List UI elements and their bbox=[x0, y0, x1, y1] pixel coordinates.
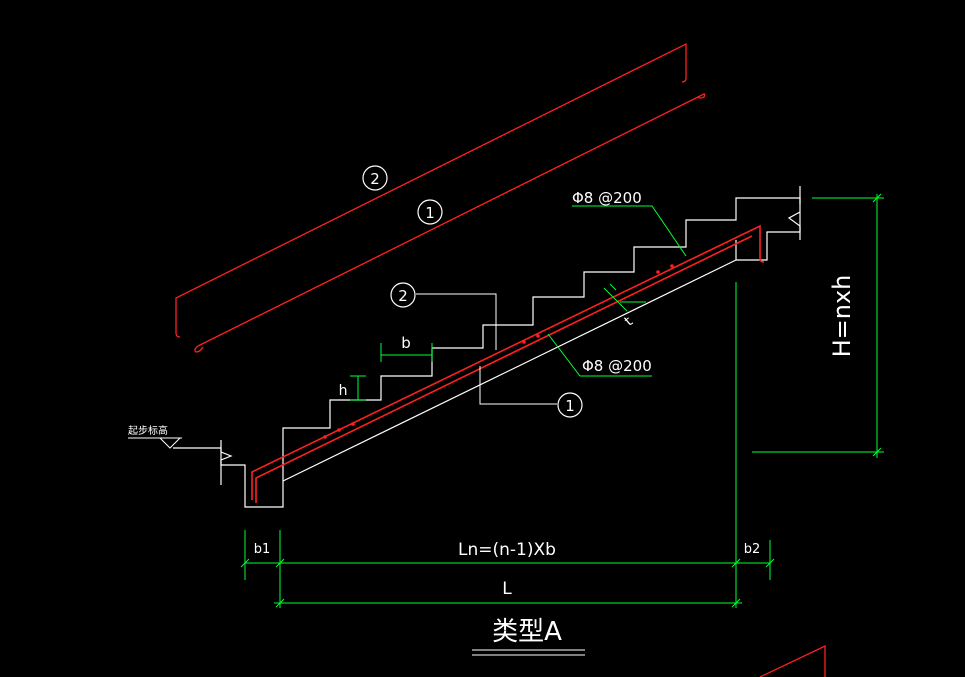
bar-2-callout-number: 2 bbox=[398, 287, 408, 305]
lower-spec-leader bbox=[547, 333, 652, 377]
bottom-main-bar bbox=[251, 224, 761, 500]
bar-1-hook-start bbox=[194, 345, 204, 353]
stair-step-profile bbox=[173, 197, 801, 508]
start-elevation-marker bbox=[128, 437, 182, 449]
bar-1-callout-leader bbox=[479, 366, 557, 405]
dim-ln-label: Ln=(n-1)Xb bbox=[458, 540, 556, 560]
rebar-spec-lower: Φ8 @200 bbox=[582, 357, 652, 375]
bar-1-callout: 1 bbox=[557, 392, 583, 418]
horizontal-dimensions bbox=[240, 282, 775, 608]
bar-1-callout-number: 1 bbox=[565, 397, 575, 415]
bar-1-detail bbox=[194, 93, 706, 353]
distribution-bar-dots bbox=[323, 264, 674, 439]
dim-h-label: h bbox=[339, 383, 348, 399]
bar-1-top-label: 1 bbox=[417, 199, 443, 225]
bar-2-top-label: 2 bbox=[362, 165, 388, 191]
dim-b-label: b bbox=[401, 334, 411, 352]
bar-1-callout-circle bbox=[557, 392, 583, 418]
bar-2-callout-circle bbox=[390, 282, 416, 308]
bottom-main-bar-hook bbox=[759, 257, 765, 263]
callout-leaders bbox=[416, 293, 557, 405]
dim-b2-label: b2 bbox=[744, 542, 761, 557]
slab-rebar bbox=[251, 224, 765, 503]
bar-1-hook-end bbox=[696, 93, 706, 99]
next-drawing-fragment bbox=[759, 644, 826, 677]
bar-2-top-circle bbox=[362, 165, 388, 191]
dim-L-label: L bbox=[502, 579, 512, 599]
bar-2-top-number: 2 bbox=[370, 170, 380, 188]
thickness-tick-1 bbox=[609, 283, 617, 291]
thickness-label: t bbox=[622, 313, 637, 329]
step-dimensions bbox=[350, 343, 433, 401]
bar-2-callout: 2 bbox=[390, 282, 416, 308]
bar-1-shape bbox=[197, 94, 703, 347]
bar-2-detail bbox=[175, 42, 687, 338]
elevation-triangle bbox=[159, 437, 181, 449]
bar-1-top-number: 1 bbox=[425, 204, 435, 222]
thickness-marker-1 bbox=[603, 287, 628, 312]
bar-2-callout-leader bbox=[416, 293, 497, 350]
bar-1-top-circle bbox=[417, 199, 443, 225]
rebar-spec-leaders bbox=[547, 205, 687, 377]
bottom-main-bar-inner bbox=[255, 235, 753, 503]
type-title-underline bbox=[472, 649, 585, 656]
start-elevation-label: 起步标高 bbox=[128, 424, 168, 437]
dim-b1-label: b1 bbox=[254, 542, 271, 557]
rebar-spec-upper: Φ8 @200 bbox=[572, 189, 642, 207]
stair-concrete-outline bbox=[173, 186, 801, 508]
waist-slab-soffit bbox=[282, 259, 737, 482]
dim-H-label: H=nxh bbox=[828, 275, 856, 358]
bar-2-hook bbox=[175, 332, 181, 338]
upper-spec-leader bbox=[572, 205, 687, 257]
type-title: 类型A bbox=[492, 617, 562, 647]
bar-2-shape bbox=[175, 42, 687, 333]
upper-landing-notch bbox=[736, 211, 801, 261]
vertical-dimension bbox=[752, 193, 884, 458]
